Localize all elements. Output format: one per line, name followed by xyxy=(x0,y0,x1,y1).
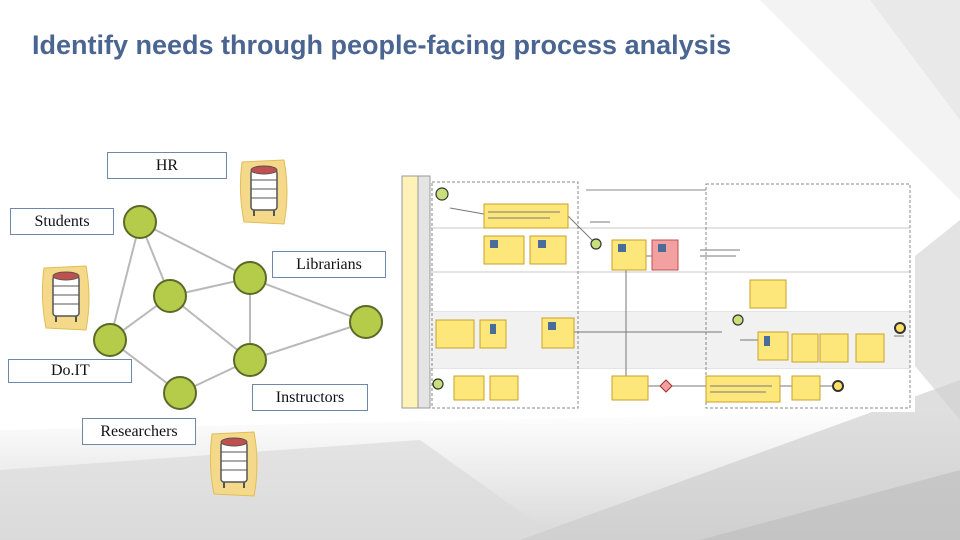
node-librarians xyxy=(233,261,267,295)
label-instructors: Instructors xyxy=(252,384,368,411)
label-researchers: Researchers xyxy=(82,418,196,445)
node-right xyxy=(349,305,383,339)
label-doit: Do.IT xyxy=(8,359,132,383)
node-students xyxy=(123,205,157,239)
label-hr: HR xyxy=(107,152,227,179)
database-icon xyxy=(41,265,90,331)
node-doit xyxy=(93,323,127,357)
process-diagram-icon xyxy=(400,172,915,412)
slide-title: Identify needs through people-facing pro… xyxy=(32,30,732,60)
network-nodes xyxy=(93,205,383,410)
database-icon xyxy=(209,431,258,497)
label-librarians: Librarians xyxy=(272,251,386,278)
node-researchers xyxy=(163,376,197,410)
node-center xyxy=(153,279,187,313)
database-icon xyxy=(239,159,288,225)
label-students: Students xyxy=(10,208,114,235)
node-instructors xyxy=(233,343,267,377)
